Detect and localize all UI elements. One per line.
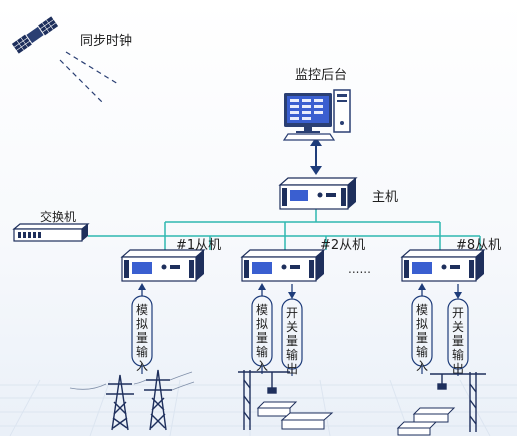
slave-1-label: #1从机 — [176, 238, 222, 253]
tower-crane-icon — [430, 372, 486, 432]
host-label: 主机 — [372, 190, 399, 205]
monitor-backend-label: 监控后台 — [295, 68, 348, 83]
slave-2-label: #2从机 — [320, 238, 366, 253]
slave-8-analog-input-label: 模拟量输入 — [415, 303, 428, 373]
ellipsis-label: ...... — [348, 262, 371, 276]
slave-2-device — [240, 249, 326, 282]
slave-1-device — [120, 249, 206, 282]
slave-2-digital-output-label: 开关量输出 — [285, 306, 298, 376]
slave-8-digital-output-label: 开关量输出 — [451, 306, 464, 376]
tower-crane-icon — [238, 370, 290, 430]
power-tower-icon — [144, 369, 172, 431]
sync-clock-label: 同步时钟 — [80, 34, 133, 49]
slave-2-analog-input-label: 模拟量输入 — [255, 303, 268, 373]
slave-8-device — [400, 249, 486, 282]
slave-8-label: #8从机 — [456, 238, 502, 253]
slave-1-analog-input-label: 模拟量输入 — [135, 303, 148, 373]
building-block-icon — [256, 401, 334, 430]
power-tower-icon — [106, 374, 134, 431]
building-block-icon — [396, 407, 456, 436]
switch-label: 交换机 — [40, 210, 77, 224]
